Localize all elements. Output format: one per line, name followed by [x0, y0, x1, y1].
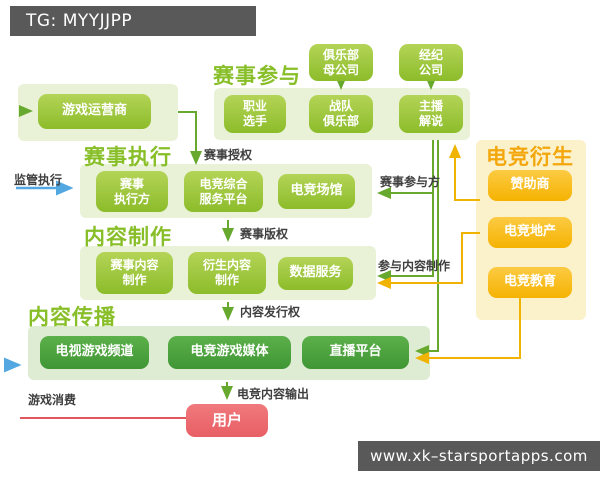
node-agency: 经纪 公司 — [399, 44, 463, 81]
node-esports-game-media: 电竞游戏媒体 — [168, 336, 291, 369]
label-authorization: 赛事授权 — [204, 148, 253, 162]
node-tv-game-channel: 电视游戏频道 — [40, 336, 149, 369]
label-supervision: 监管执行 — [14, 173, 63, 187]
label-participants: 赛事参与方 — [380, 175, 441, 189]
dissemination-title: 内容传播 — [28, 305, 116, 329]
participation-title: 赛事参与 — [213, 64, 301, 88]
wire-to-streaming-green — [415, 140, 439, 357]
website-badge: www.xk–starsportapps.com — [358, 441, 600, 471]
node-service-platform: 电竞综合 服务平台 — [184, 171, 263, 212]
node-event-executor: 赛事 执行方 — [96, 171, 168, 212]
production-title: 内容制作 — [84, 225, 172, 249]
node-pro-player: 职业 选手 — [224, 95, 286, 133]
label-output: 电竞内容输出 — [237, 387, 310, 401]
label-consumption: 游戏消费 — [28, 393, 77, 407]
node-esports-venue: 电竞场馆 — [278, 174, 355, 209]
node-event-content-production: 赛事内容 制作 — [96, 252, 173, 294]
node-data-service: 数据服务 — [278, 257, 353, 290]
label-copyright: 赛事版权 — [240, 227, 289, 241]
node-club-parent: 俱乐部 母公司 — [309, 44, 373, 81]
node-derivative-content-production: 衍生内容 制作 — [188, 252, 266, 294]
derivatives-title: 电竞衍生 — [486, 145, 574, 169]
node-anchor-commentator: 主播 解说 — [399, 95, 463, 133]
wire-operator-to-platform — [178, 111, 202, 165]
node-team-club: 战队 俱乐部 — [309, 95, 373, 133]
label-distribution: 内容发行权 — [240, 305, 301, 319]
node-game-operator: 游戏运营商 — [38, 94, 151, 129]
node-streaming-platform: 直播平台 — [302, 336, 409, 369]
label-join-production: 参与内容制作 — [378, 259, 451, 273]
node-esports-education: 电竞教育 — [488, 267, 572, 298]
node-esports-real-estate: 电竞地产 — [488, 217, 572, 248]
execution-title: 赛事执行 — [84, 145, 172, 169]
telegram-badge: TG: MYYJJPP — [10, 6, 256, 36]
node-sponsor: 赞助商 — [488, 170, 572, 201]
node-user: 用户 — [186, 404, 268, 437]
